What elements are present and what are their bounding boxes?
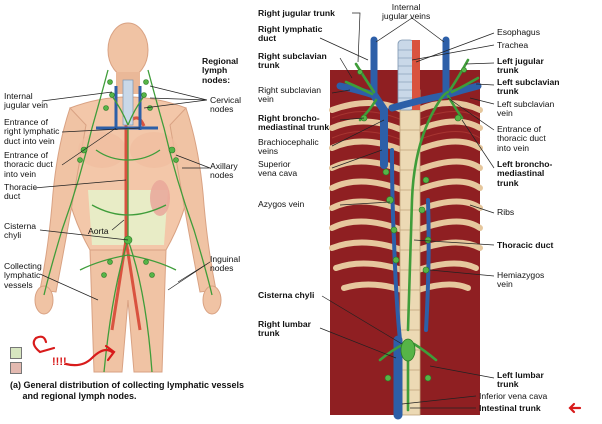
label-left-jugular-trunk: Left jugular trunk — [497, 56, 544, 76]
label-azygos-vein: Azygos vein — [258, 199, 305, 209]
label-esophagus: Esophagus — [497, 27, 541, 37]
label-right-subclavian-trunk: Right subclavian trunk — [258, 51, 327, 71]
label-intestinal-trunk: Intestinal trunk — [479, 403, 541, 413]
regional-nodes-title: Regional lymph nodes: — [202, 56, 239, 85]
label-aorta: Aorta — [88, 226, 109, 236]
label-left-subclavian-vein: Left subclavian vein — [497, 99, 555, 119]
label-thoracic-duct-left: Thoracic duct — [4, 182, 37, 202]
label-thoracic-duct-right: Thoracic duct — [497, 240, 554, 250]
label-collecting-lymphatic-vessels: Collecting lymphatic vessels — [4, 261, 42, 290]
leader-lines-left — [33, 85, 211, 301]
label-brachiocephalic-veins: Brachiocephalic veins — [258, 137, 319, 157]
label-internal-jugular-veins: Internal jugular veins — [382, 2, 431, 22]
figure-caption: (a) General distribution of collecting l… — [10, 380, 245, 401]
label-cisterna-chyli-right: Cisterna chyli — [258, 290, 315, 300]
thorax-illustration — [329, 36, 483, 420]
key-swatch-green — [10, 347, 22, 359]
label-hemiazygos-vein: Hemiazygos vein — [497, 270, 545, 290]
red-annotation-arrows — [32, 335, 582, 414]
label-right-jugular-trunk: Right jugular trunk — [258, 8, 335, 18]
leader-lines-right — [319, 12, 495, 409]
label-entrance-thoracic-duct: Entrance of thoracic duct into vein — [4, 150, 53, 179]
label-inferior-vena-cava: Inferior vena cava — [479, 391, 548, 401]
label-entrance-thoracic-duct-right: Entrance of thoracic duct into vein — [497, 124, 546, 153]
label-trachea: Trachea — [497, 40, 529, 50]
label-cisterna-chyli-left: Cisterna chyli — [4, 221, 36, 241]
label-left-bronchomediastinal-trunk: Left broncho- mediastinal trunk — [497, 159, 553, 188]
label-cervical-nodes: Cervical nodes — [210, 95, 242, 115]
label-right-subclavian-vein: Right subclavian vein — [258, 85, 322, 105]
label-ribs: Ribs — [497, 207, 515, 217]
key-swatch-pink — [10, 362, 22, 374]
annotation-exclamations: !!!! — [52, 356, 67, 368]
label-right-lymphatic-duct: Right lymphatic duct — [258, 24, 323, 44]
label-right-bronchomediastinal-trunk: Right broncho- mediastinal trunk — [258, 113, 330, 133]
label-entrance-right-lymphatic-duct: Entrance of right lymphatic duct into ve… — [4, 117, 60, 146]
label-superior-vena-cava: Superior vena cava — [258, 159, 298, 179]
label-left-lumbar-trunk: Left lumbar trunk — [497, 370, 544, 390]
lymph-nodes-left — [77, 79, 179, 278]
label-right-lumbar-trunk: Right lumbar trunk — [258, 319, 311, 339]
label-internal-jugular-vein: Internal jugular vein — [4, 91, 48, 111]
label-axillary-nodes: Axillary nodes — [210, 161, 238, 181]
label-inguinal-nodes: Inguinal nodes — [210, 254, 241, 274]
lymphatic-vessels-left — [43, 69, 213, 373]
label-left-subclavian-trunk: Left subclavian trunk — [497, 77, 560, 97]
